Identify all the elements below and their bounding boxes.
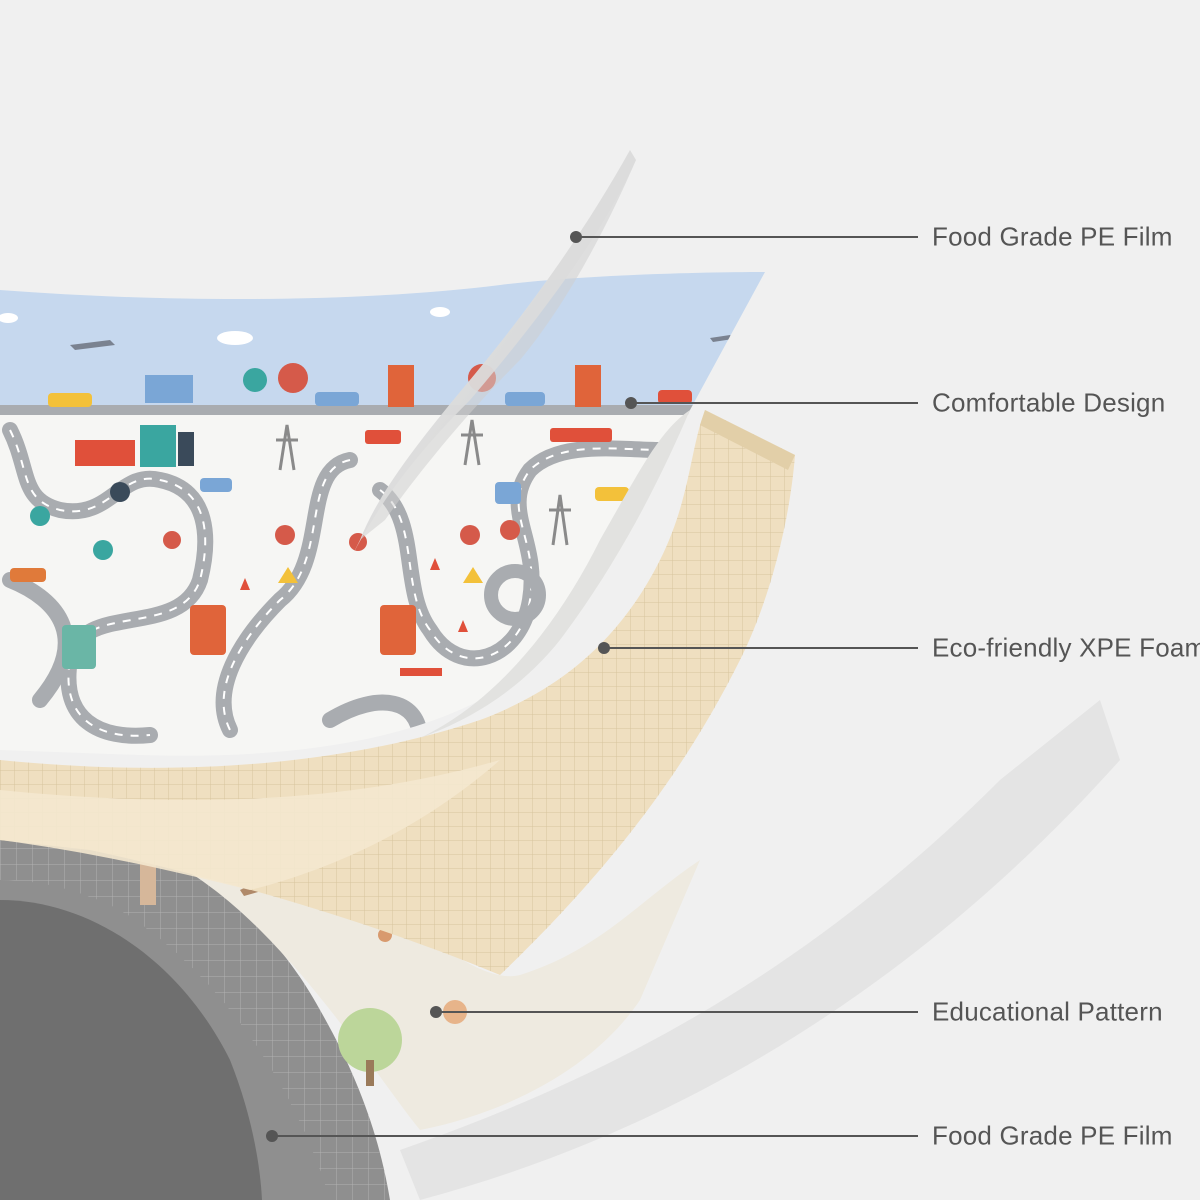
label-bottom-pe-film: Food Grade PE Film: [932, 1120, 1173, 1151]
leader-dots: [266, 231, 637, 1142]
label-xpe-foam: Eco-friendly XPE Foam: [932, 632, 1200, 663]
leader-dot-pattern: [430, 1006, 442, 1018]
leader-lines: [272, 236, 918, 1137]
leader-dot-design: [625, 397, 637, 409]
leader-dot-bottom-film: [266, 1130, 278, 1142]
label-comfortable-design: Comfortable Design: [932, 387, 1166, 418]
label-educational-pattern: Educational Pattern: [932, 996, 1163, 1027]
leader-dot-top-film: [570, 231, 582, 243]
xpe-foam-layer: [0, 410, 795, 975]
label-top-pe-film: Food Grade PE Film: [932, 221, 1173, 252]
bottom-pe-film: [0, 829, 390, 1200]
leader-dot-foam: [598, 642, 610, 654]
top-pe-film: [350, 150, 636, 560]
floor-shadow: [400, 700, 1120, 1200]
